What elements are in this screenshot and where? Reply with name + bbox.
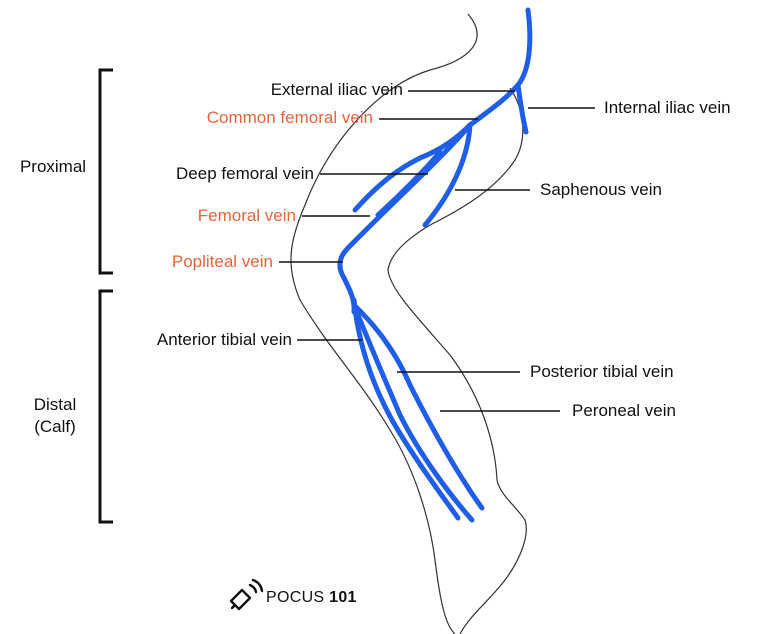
common-femoral-label: Common femoral vein bbox=[206, 108, 373, 127]
deep-femoral-label: Deep femoral vein bbox=[176, 164, 314, 183]
femoral-vein-path bbox=[337, 122, 473, 281]
pocus-logo-text: POCUS 101 bbox=[266, 589, 357, 607]
external-iliac-label: External iliac vein bbox=[270, 80, 403, 99]
anterior-tibial-vein-path bbox=[351, 297, 461, 521]
anterior-tibial-label: Anterior tibial vein bbox=[156, 330, 292, 349]
common-femoral-vein-path bbox=[467, 82, 521, 128]
internal-iliac-label: Internal iliac vein bbox=[604, 98, 731, 117]
proximal-bracket bbox=[98, 68, 113, 275]
brand-number: 101 bbox=[329, 589, 357, 606]
peroneal-vein-path bbox=[353, 307, 475, 523]
peroneal-label: Peroneal vein bbox=[572, 401, 676, 420]
distal-label-line2: (Calf) bbox=[34, 417, 76, 436]
saphenous-label: Saphenous vein bbox=[540, 180, 662, 199]
distal-label: Distal (Calf) bbox=[20, 394, 90, 438]
proximal-label: Proximal bbox=[19, 157, 87, 176]
distal-label-line1: Distal bbox=[33, 395, 77, 414]
internal-iliac-vein-path bbox=[515, 82, 529, 135]
brand-name: POCUS bbox=[266, 589, 325, 606]
distal-bracket bbox=[98, 289, 113, 524]
leader-lines bbox=[279, 90, 595, 412]
posterior-tibial-vein-path bbox=[351, 302, 485, 511]
ultrasound-probe-icon bbox=[229, 578, 264, 611]
femoral-label: Femoral vein bbox=[197, 206, 296, 225]
posterior-tibial-label: Posterior tibial vein bbox=[530, 362, 674, 381]
saphenous-vein-path bbox=[422, 122, 473, 228]
veins bbox=[337, 7, 533, 523]
external-iliac-vein-path bbox=[515, 7, 533, 88]
leg-outline bbox=[290, 13, 527, 634]
group-brackets bbox=[98, 68, 113, 524]
popliteal-label: Popliteal vein bbox=[171, 252, 273, 271]
deep-femoral-vein-path bbox=[352, 122, 473, 213]
